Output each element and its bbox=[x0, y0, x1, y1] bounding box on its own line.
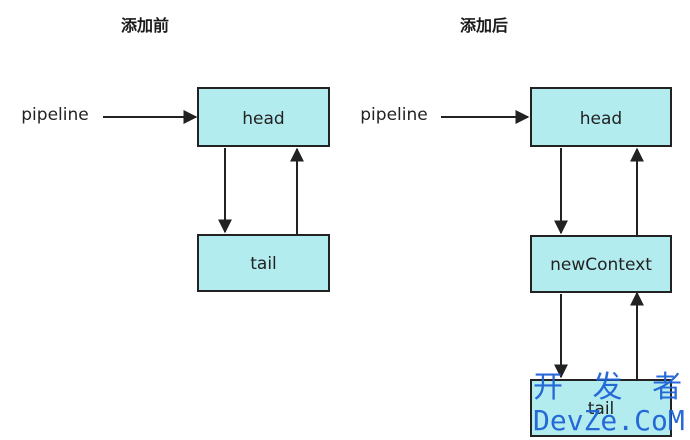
before-title: 添加前 bbox=[121, 16, 169, 35]
left-tail-label: tail bbox=[250, 254, 277, 274]
right-head-label: head bbox=[580, 109, 622, 129]
left-tail-node: tail bbox=[197, 234, 330, 292]
site-watermark: 开 发 者 DevZe.CoM bbox=[533, 370, 690, 437]
left-head-label: head bbox=[242, 109, 284, 129]
after-title: 添加后 bbox=[460, 16, 508, 35]
right-newcontext-label: newContext bbox=[550, 255, 652, 275]
left-pipeline-label: pipeline bbox=[21, 105, 88, 125]
right-tail-node: tail bbox=[530, 379, 672, 437]
right-pipeline-label: pipeline bbox=[360, 105, 427, 125]
left-head-node: head bbox=[197, 87, 330, 147]
watermark-chinese-text: 开 发 者 bbox=[533, 370, 690, 405]
watermark-latin-text: DevZe.CoM bbox=[533, 404, 685, 437]
right-head-node: head bbox=[530, 87, 672, 147]
right-tail-label: tail bbox=[588, 399, 615, 419]
right-newcontext-node: newContext bbox=[530, 235, 672, 293]
